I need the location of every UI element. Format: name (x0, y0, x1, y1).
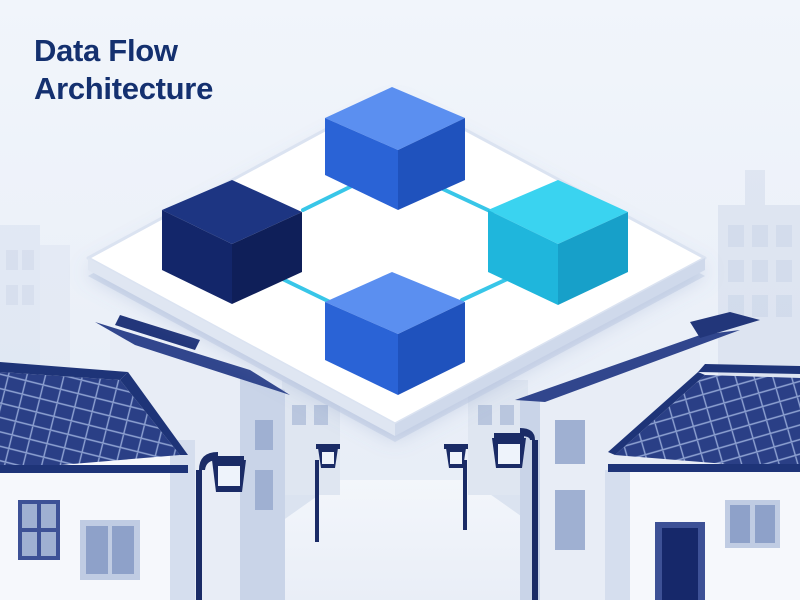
title-line-2: Architecture (34, 71, 214, 106)
node-right (488, 180, 628, 305)
street-lamp-left-far (315, 444, 340, 542)
page-title: Data Flow Architecture (34, 32, 213, 108)
street-lamp-left-near (196, 452, 246, 600)
left-house (0, 362, 195, 600)
street-lamp-right-far (444, 444, 468, 530)
connector-left-top (301, 181, 360, 212)
title-line-1: Data Flow (34, 33, 178, 68)
right-house (605, 364, 800, 600)
node-top (325, 87, 465, 210)
street-lamp-right-near (492, 428, 538, 600)
node-bottom (325, 272, 465, 395)
node-left (162, 180, 302, 304)
distant-buildings (282, 380, 528, 495)
